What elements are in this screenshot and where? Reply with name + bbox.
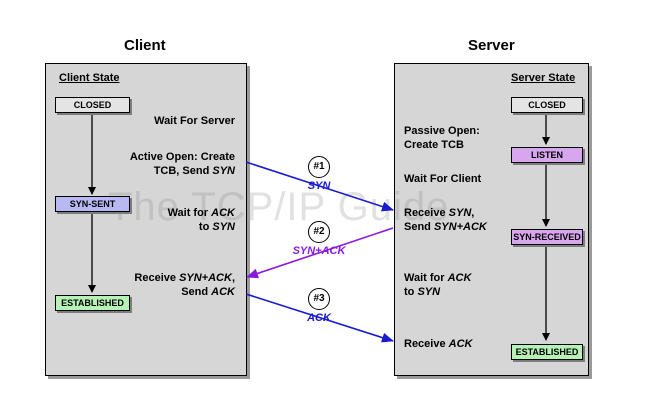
server-title: Server [468,37,515,54]
message-3-label: ACK [307,312,331,324]
syn-message-arrow [245,161,394,212]
message-1-number: #1 [308,156,330,178]
client-state-established: ESTABLISHED [55,295,130,311]
server-label-wait-for-client: Wait For Client [404,173,482,185]
ack-message-arrow [245,293,394,343]
server-label-passive-open: Passive Open: Create TCB [404,125,480,151]
server-state-syn-received: SYN-RECEIVED [511,229,583,245]
message-2-number: #2 [308,221,330,243]
server-state-listen: LISTEN [511,147,583,163]
server-label-receive-syn: Receive SYN, Send SYN+ACK [404,207,487,233]
server-label-receive-ack: Receive ACK [404,338,473,350]
client-state-header: Client State [59,72,120,84]
server-label-wait-for-ack: Wait for ACK to SYN [404,272,472,298]
server-state-header: Server State [511,72,576,84]
server-state-established: ESTABLISHED [511,344,583,360]
client-panel [45,63,247,376]
client-label-wait-for-ack: Wait for ACK to SYN [167,207,235,233]
client-title: Client [124,37,166,54]
message-2-label: SYN+ACK [292,245,346,257]
client-label-wait-for-server: Wait For Server [154,115,235,127]
client-state-closed: CLOSED [55,97,130,113]
server-panel [394,63,589,376]
client-label-active-open: Active Open: Create TCB, Send SYN [129,151,235,177]
client-state-syn-sent: SYN-SENT [55,196,130,212]
synack-message-arrow [246,227,394,279]
server-state-closed: CLOSED [511,97,583,113]
client-label-receive-synack: Receive SYN+ACK, Send ACK [134,272,235,298]
message-1-label: SYN [307,180,331,192]
message-3-number: #3 [308,288,330,310]
